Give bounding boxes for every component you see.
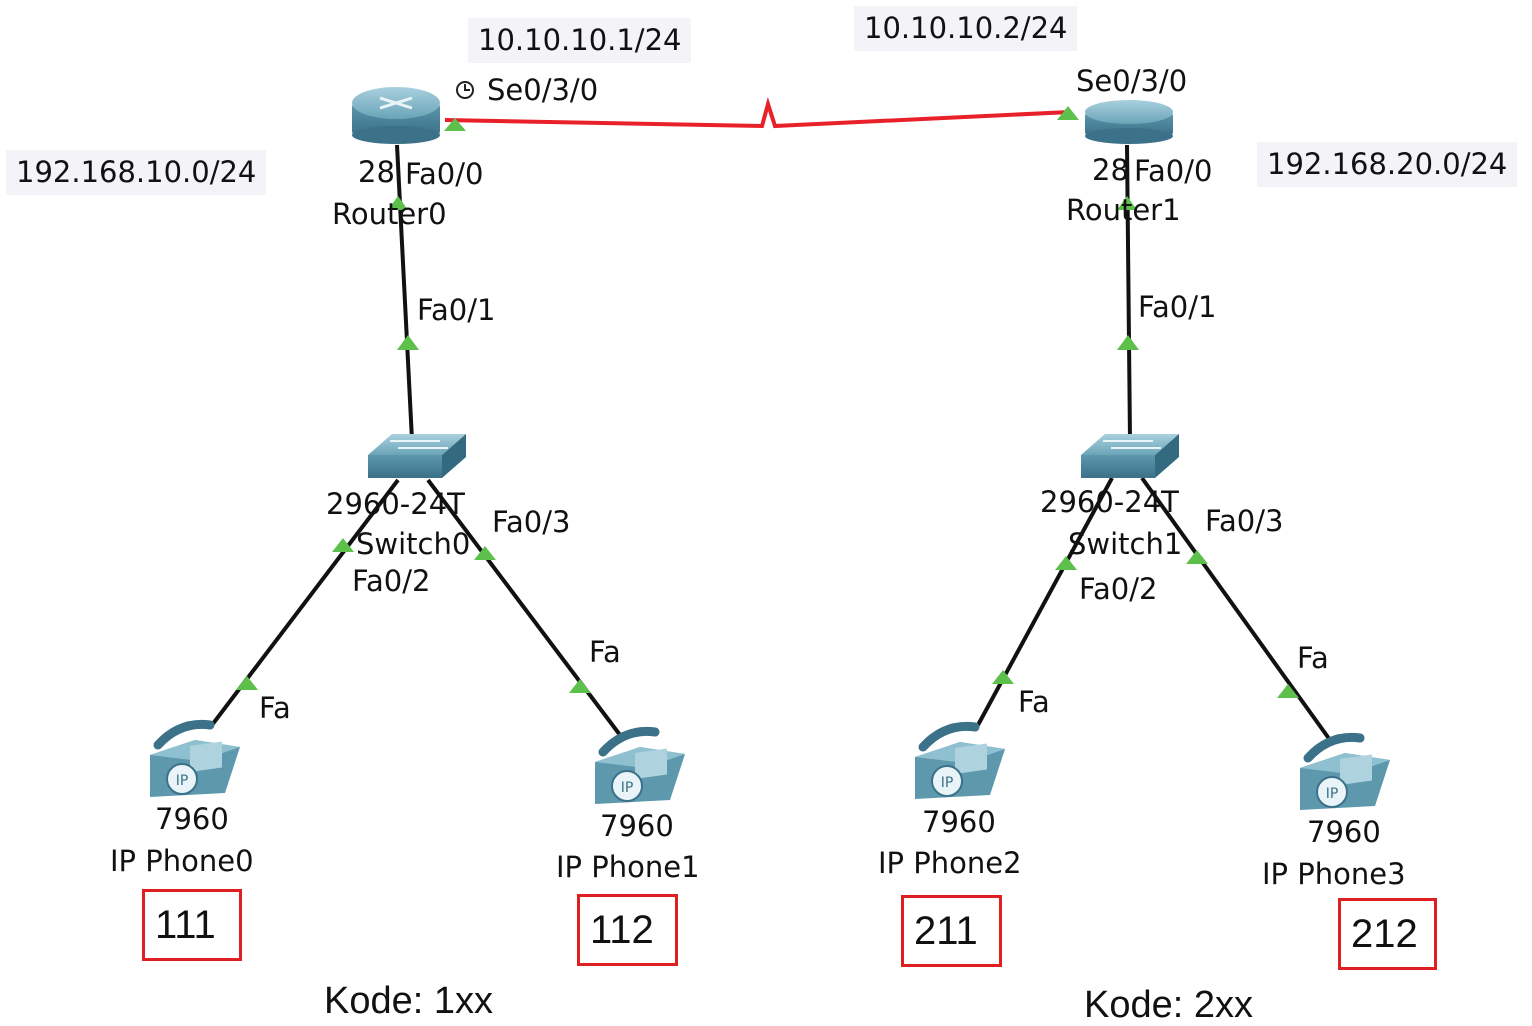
router0-icon[interactable] bbox=[352, 87, 440, 144]
switch0-name: Switch0 bbox=[356, 527, 471, 561]
port-up-icon bbox=[332, 538, 354, 552]
phone0-port: Fa bbox=[259, 691, 291, 725]
port-up-icon bbox=[992, 670, 1014, 684]
port-status-indicators bbox=[236, 106, 1299, 698]
switch0-model: 2960-24T bbox=[326, 487, 465, 521]
ip-phone2-icon[interactable]: IP bbox=[915, 721, 1005, 799]
ip-phone0-icon[interactable]: IP bbox=[150, 719, 240, 797]
lan0-network-label: 192.168.10.0/24 bbox=[6, 150, 267, 195]
port-up-icon bbox=[444, 118, 466, 131]
phone3-port: Fa bbox=[1297, 641, 1329, 675]
link-router1-switch1[interactable] bbox=[1125, 144, 1132, 441]
port-up-icon bbox=[1186, 550, 1208, 564]
phone0-name: IP Phone0 bbox=[110, 844, 254, 878]
router1-model: 28 bbox=[1092, 153, 1129, 187]
phone3-name: IP Phone3 bbox=[1262, 857, 1406, 891]
port-up-icon bbox=[397, 335, 419, 350]
port-up-icon bbox=[1057, 106, 1079, 120]
kode-left-label: Kode: 1xx bbox=[324, 980, 493, 1022]
ip-phone3-icon[interactable]: IP bbox=[1300, 732, 1390, 810]
router1-name: Router1 bbox=[1066, 193, 1181, 227]
switch0-port3: Fa0/3 bbox=[492, 505, 571, 539]
port-up-icon bbox=[388, 196, 408, 210]
switch1-icon[interactable] bbox=[1081, 434, 1179, 478]
clock-icon bbox=[456, 81, 474, 99]
phone2-extension-code: 211 bbox=[901, 895, 1002, 967]
phone1-name: IP Phone1 bbox=[556, 850, 700, 884]
svg-text:IP: IP bbox=[941, 775, 954, 791]
phone1-model: 7960 bbox=[600, 809, 674, 843]
port-up-icon bbox=[474, 546, 496, 560]
svg-text:IP: IP bbox=[1326, 786, 1339, 802]
r0-serial-ip-label: 10.10.10.1/24 bbox=[468, 18, 692, 63]
switch1-uplink-port: Fa0/1 bbox=[1138, 290, 1217, 324]
router1-fa00-port: Fa0/0 bbox=[1134, 154, 1213, 188]
port-up-icon bbox=[236, 676, 258, 690]
r1-serial-ip-label: 10.10.10.2/24 bbox=[854, 6, 1078, 51]
router1-serial-port: Se0/3/0 bbox=[1076, 64, 1188, 98]
switch1-name: Switch1 bbox=[1068, 527, 1183, 561]
router0-fa00-port: Fa0/0 bbox=[405, 157, 484, 191]
lan1-network-label: 192.168.20.0/24 bbox=[1257, 142, 1518, 187]
phone3-extension-code: 212 bbox=[1338, 898, 1437, 970]
phone3-model: 7960 bbox=[1307, 815, 1381, 849]
switch0-icon[interactable] bbox=[368, 434, 466, 478]
router0-serial-port: Se0/3/0 bbox=[487, 73, 599, 107]
switch0-uplink-port: Fa0/1 bbox=[417, 293, 496, 327]
phone2-name: IP Phone2 bbox=[878, 846, 1022, 880]
port-up-icon bbox=[1117, 335, 1139, 350]
router0-model: 28 bbox=[358, 155, 395, 189]
port-up-icon bbox=[569, 679, 591, 693]
phone0-extension-code: 111 bbox=[142, 889, 242, 961]
router1-icon[interactable] bbox=[1085, 100, 1173, 144]
svg-text:IP: IP bbox=[621, 780, 634, 796]
svg-text:IP: IP bbox=[176, 773, 189, 789]
switch1-port2: Fa0/2 bbox=[1079, 572, 1158, 606]
phone0-model: 7960 bbox=[155, 802, 229, 836]
port-up-icon bbox=[1277, 684, 1299, 698]
phone2-port: Fa bbox=[1018, 685, 1050, 719]
link-router0-switch0[interactable] bbox=[395, 144, 414, 441]
switch1-port3: Fa0/3 bbox=[1205, 504, 1284, 538]
switch1-model: 2960-24T bbox=[1040, 485, 1179, 519]
link-switch1-phone3[interactable] bbox=[1140, 476, 1332, 742]
phone1-port: Fa bbox=[589, 635, 621, 669]
port-up-icon bbox=[1055, 556, 1077, 570]
serial-link[interactable] bbox=[444, 96, 1071, 129]
phone2-model: 7960 bbox=[922, 805, 996, 839]
phone1-extension-code: 112 bbox=[577, 894, 678, 966]
kode-right-label: Kode: 2xx bbox=[1084, 984, 1253, 1026]
switch0-port2: Fa0/2 bbox=[352, 564, 431, 598]
port-up-icon bbox=[1117, 196, 1137, 210]
ip-phone1-icon[interactable]: IP bbox=[595, 726, 685, 804]
router0-name: Router0 bbox=[332, 197, 447, 231]
